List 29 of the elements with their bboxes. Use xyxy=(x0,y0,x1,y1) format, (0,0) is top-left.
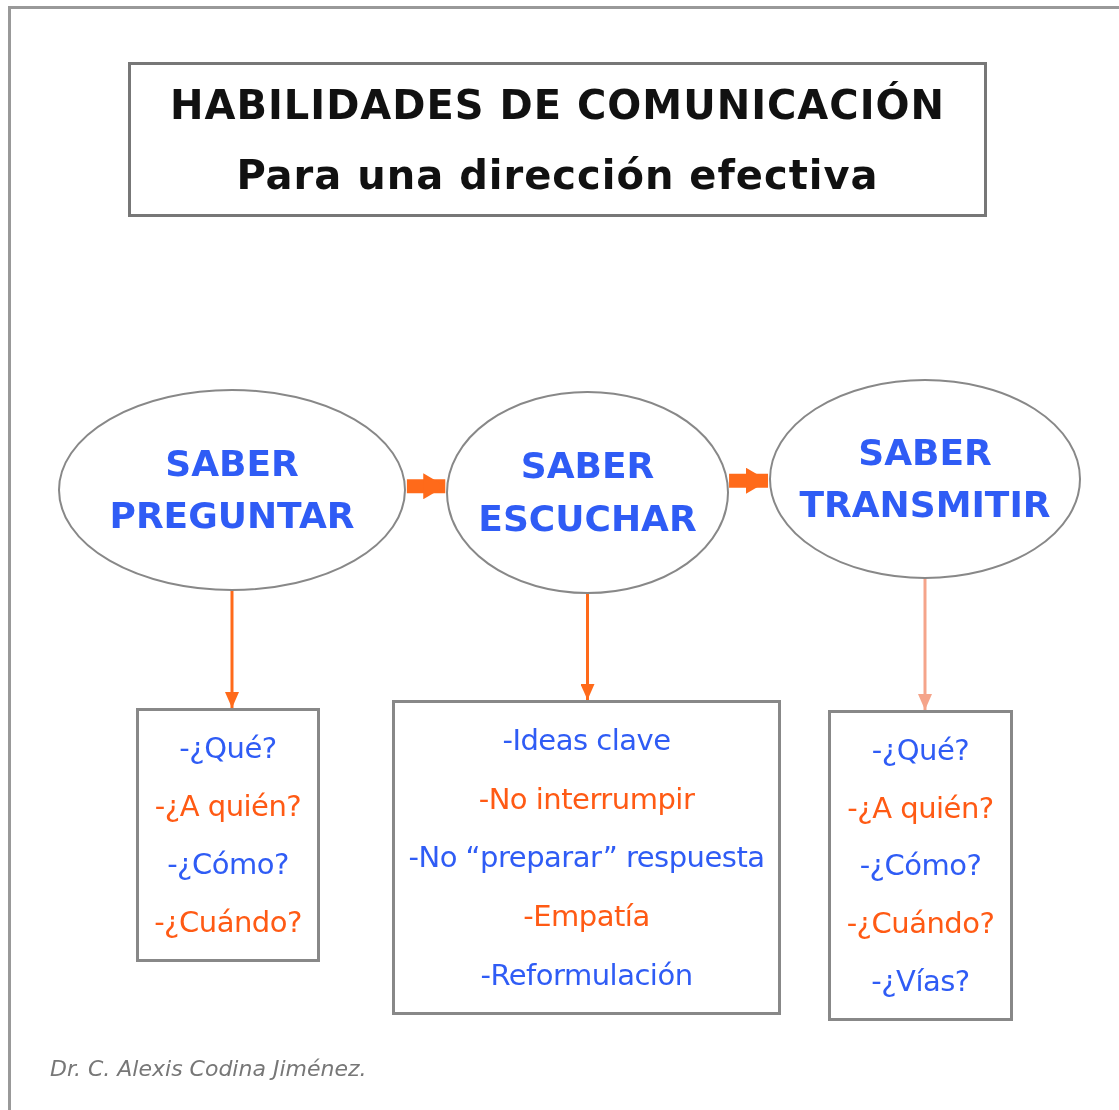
author-credit: Dr. C. Alexis Codina Jiménez. xyxy=(50,1056,367,1081)
list-item: -¿Qué? xyxy=(871,732,970,767)
list-item: -Ideas clave xyxy=(502,723,671,758)
list-item: -¿Cómo? xyxy=(167,847,289,881)
list-item: -¿A quién? xyxy=(847,790,994,825)
list-item: -No “preparar” respuesta xyxy=(408,840,765,875)
title-box xyxy=(128,62,987,217)
node-label: SABER PREGUNTAR xyxy=(108,441,356,538)
subtitle: Para una dirección efectiva xyxy=(236,150,879,200)
arrow xyxy=(406,473,446,500)
arrow xyxy=(225,590,239,708)
list-item: -¿Cuándo? xyxy=(846,906,995,941)
list-item: -Empatía xyxy=(523,899,650,934)
list-item: -¿Qué? xyxy=(179,731,277,765)
list-item: -No interrumpir xyxy=(478,781,695,816)
list-item: -Reformulación xyxy=(480,957,693,992)
list-box xyxy=(392,700,781,1015)
title-heading: HABILIDADES DE COMUNICACIÓN xyxy=(169,80,946,130)
list-box xyxy=(136,708,320,962)
list-item: -¿Cómo? xyxy=(859,848,982,883)
arrow xyxy=(580,593,595,700)
arrow xyxy=(918,578,932,710)
node-label: SABER TRANSMITIR xyxy=(799,430,1051,527)
node-label: SABER ESCUCHAR xyxy=(477,444,698,541)
list-item: -¿Vías? xyxy=(871,964,970,999)
list-box xyxy=(828,710,1013,1021)
list-item: -¿Cuándo? xyxy=(154,905,302,939)
arrow xyxy=(729,467,768,494)
list-item: -¿A quién? xyxy=(154,789,302,823)
